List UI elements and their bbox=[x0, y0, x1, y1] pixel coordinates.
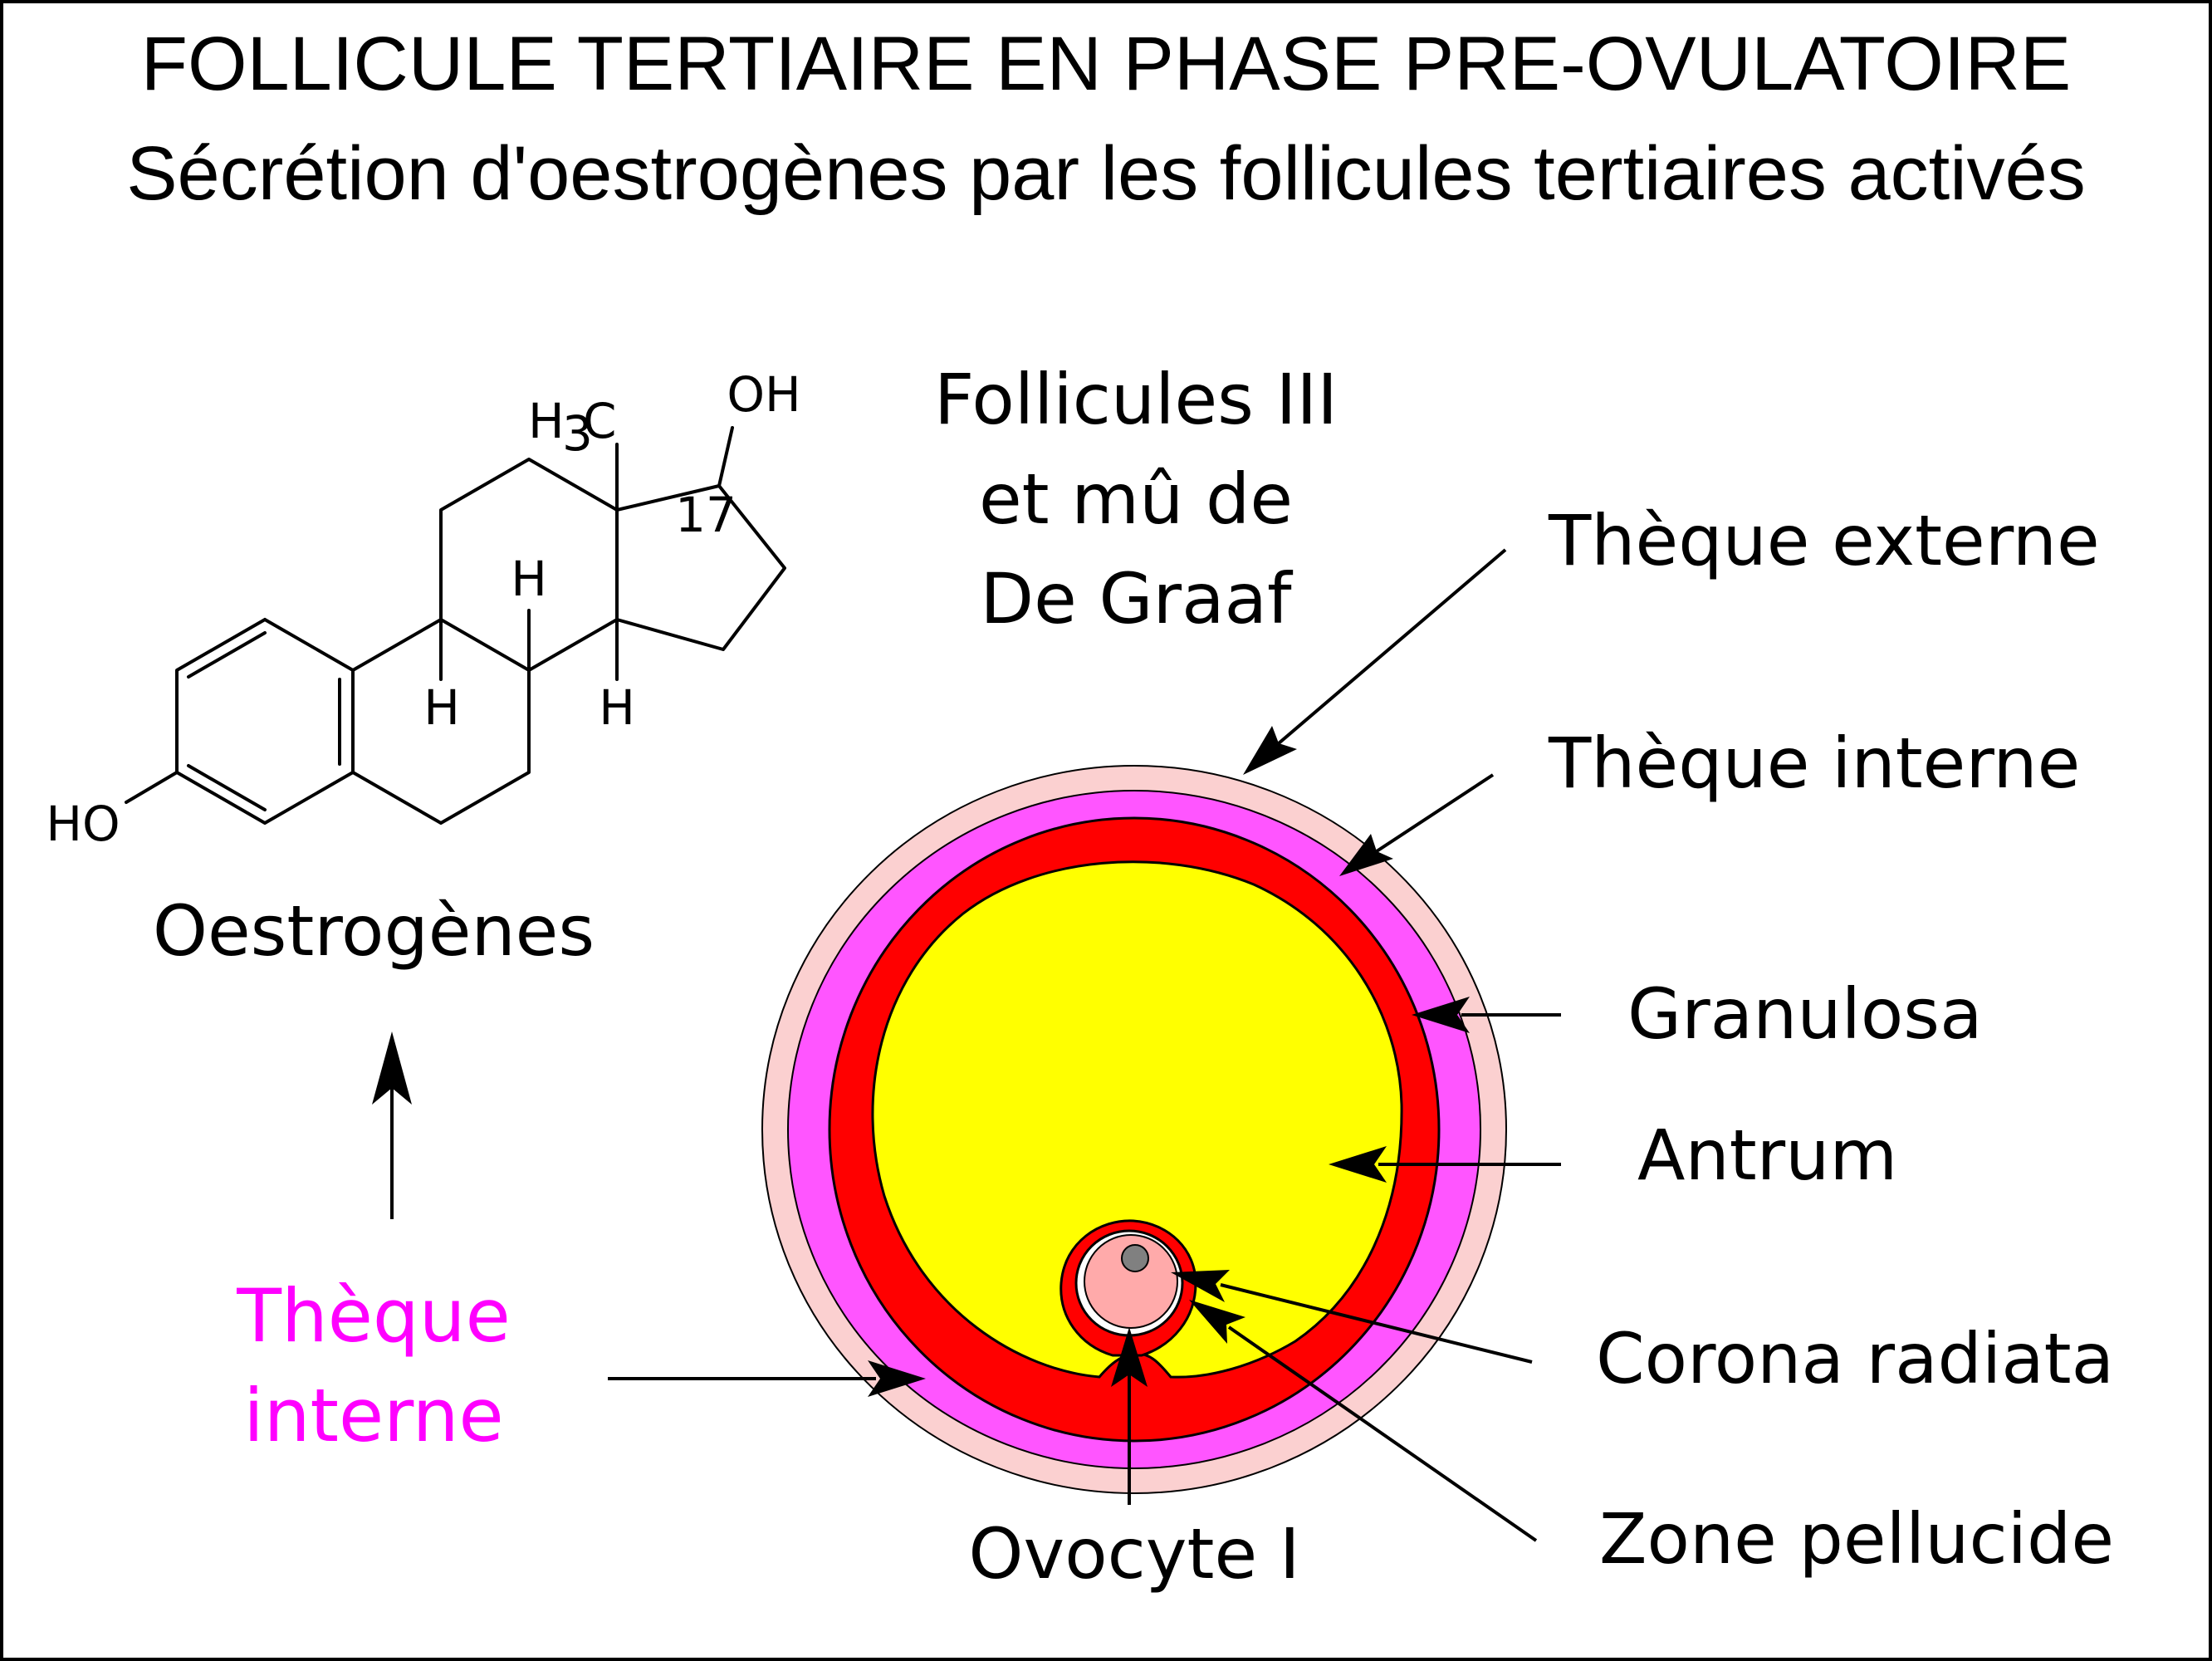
label-granulosa: Granulosa bbox=[1627, 973, 1983, 1055]
ovocyte-nucleus bbox=[1121, 1244, 1149, 1272]
atom-methyl-c: C bbox=[583, 393, 617, 449]
atom-h-3: H bbox=[599, 679, 635, 736]
arrow-ovocyte bbox=[1111, 1327, 1148, 1505]
arrow-antrum bbox=[1329, 1146, 1561, 1183]
secretion-arrow bbox=[372, 1031, 412, 1219]
estradiol-structure: OH HO H 3 C H H H 17 bbox=[46, 366, 800, 852]
follicle-caption-line-3: De Graaf bbox=[980, 558, 1294, 639]
arrow-granulosa bbox=[1412, 997, 1561, 1033]
atom-h-1: H bbox=[423, 679, 460, 736]
arrow-theque-interne bbox=[1339, 773, 1495, 876]
label-theque-interne: Thèque interne bbox=[1548, 723, 2080, 804]
ring-d-bonds bbox=[615, 484, 786, 651]
atom-ho-left: HO bbox=[46, 796, 120, 852]
page-title: FOLLICULE TERTIAIRE EN PHASE PRE-OVULATO… bbox=[141, 22, 2071, 106]
bond-oh bbox=[717, 426, 734, 488]
ring-c-bonds bbox=[439, 458, 619, 672]
arrow-zone-pellucide bbox=[1189, 1300, 1538, 1542]
follicle-caption-line-1: Follicules III bbox=[934, 359, 1338, 440]
arrow-corona-radiata bbox=[1171, 1270, 1533, 1364]
arrow-source-theque-interne bbox=[608, 1360, 926, 1397]
source-label-line-2: interne bbox=[243, 1373, 503, 1458]
oestrogenes-label: Oestrogènes bbox=[153, 890, 595, 972]
label-theque-externe: Thèque externe bbox=[1548, 500, 2100, 581]
ring-b-bonds bbox=[351, 618, 531, 825]
atom-oh-top: OH bbox=[727, 366, 800, 423]
ring-a-bonds bbox=[175, 618, 355, 825]
source-label-line-1: Thèque bbox=[236, 1273, 510, 1359]
secretion-arrowhead bbox=[372, 1031, 412, 1105]
atom-methyl-h: H bbox=[528, 393, 565, 449]
label-antrum: Antrum bbox=[1637, 1115, 1897, 1196]
atom-methyl-sub: 3 bbox=[562, 405, 593, 462]
arrow-theque-externe bbox=[1243, 548, 1507, 775]
position-17-label: 17 bbox=[675, 487, 737, 543]
label-corona-radiata: Corona radiata bbox=[1596, 1318, 2114, 1399]
follicle bbox=[761, 765, 1507, 1494]
page-subtitle: Sécrétion d'oestrogènes par les follicul… bbox=[126, 131, 2086, 216]
ovocyte-cell bbox=[1084, 1234, 1178, 1329]
antrum-cavity bbox=[871, 860, 1403, 1379]
bond-ho bbox=[125, 771, 179, 804]
label-zone-pellucide: Zone pellucide bbox=[1599, 1498, 2114, 1580]
label-ovocyte: Ovocyte I bbox=[968, 1513, 1299, 1595]
ring-a-double-bond-1 bbox=[187, 631, 267, 679]
atom-h-2: H bbox=[511, 551, 547, 607]
follicle-caption-line-2: et mû de bbox=[979, 458, 1293, 540]
ring-a-double-bond-2 bbox=[187, 764, 267, 811]
